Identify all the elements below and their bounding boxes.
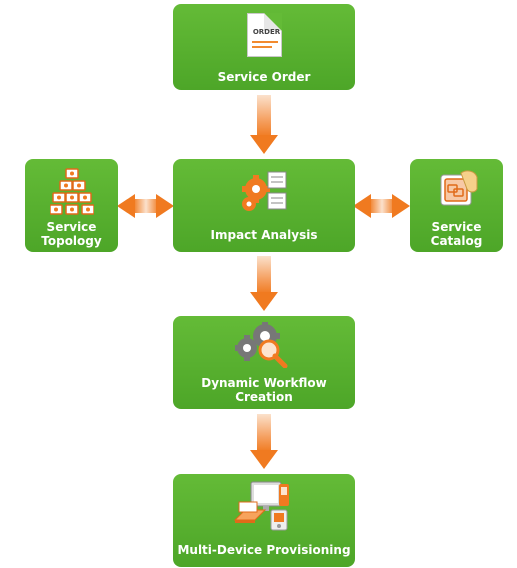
gears-checklist-icon: [242, 171, 287, 211]
arrow-order-to-impact: [250, 95, 278, 154]
service-topology-node: Service Topology: [25, 159, 118, 252]
topology-pyramid-icon: [50, 168, 94, 215]
arrow-impact-catalog: [353, 194, 410, 218]
arrow-workflow-to-multi: [250, 414, 278, 469]
impact-analysis-label: Impact Analysis: [210, 228, 318, 242]
dynamic-workflow-node: Dynamic Workflow Creation: [173, 316, 355, 409]
multi-device-label: Multi-Device Provisioning: [177, 543, 351, 557]
service-catalog-label-line1: Service: [431, 220, 482, 234]
order-icon-text: ORDER: [252, 28, 281, 36]
arrow-impact-to-workflow: [250, 256, 278, 311]
order-document-icon: ORDER: [247, 13, 282, 57]
catalog-hand-icon: [440, 170, 478, 206]
dynamic-workflow-label-line2: Creation: [235, 390, 293, 404]
multi-device-node: Multi-Device Provisioning: [173, 474, 355, 567]
service-order-label: Service Order: [217, 70, 311, 84]
service-catalog-node: Service Catalog: [410, 159, 503, 252]
service-topology-label-line2: Topology: [41, 234, 102, 248]
service-catalog-label-line2: Catalog: [430, 234, 483, 248]
service-order-node: ORDER Service Order: [173, 4, 355, 90]
gears-magnifier-icon: [235, 322, 288, 368]
service-topology-label-line1: Service: [46, 220, 97, 234]
devices-icon: [233, 481, 289, 531]
dynamic-workflow-label-line1: Dynamic Workflow: [201, 376, 327, 390]
impact-analysis-node: Impact Analysis: [173, 159, 355, 252]
arrow-topology-impact: [117, 194, 174, 218]
